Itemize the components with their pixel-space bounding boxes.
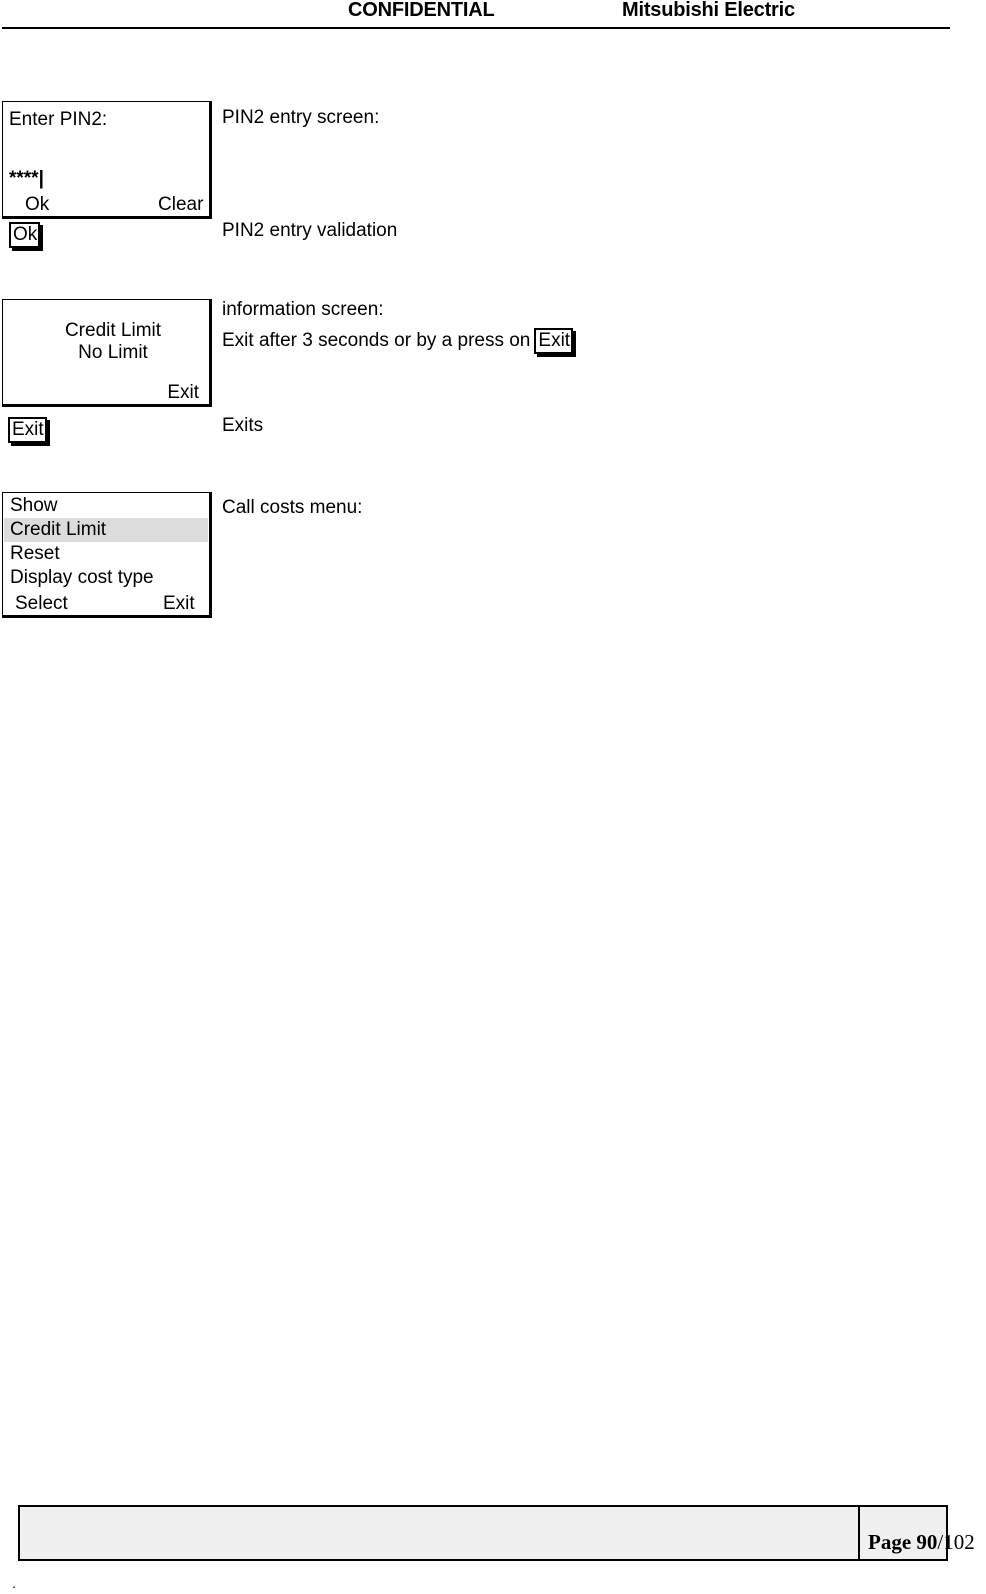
credit-limit-softkey-exit[interactable]: Exit: [167, 382, 199, 403]
header-classification: CONFIDENTIAL: [348, 0, 495, 21]
lcd-screen-call-costs-menu: Show Credit Limit Reset Display cost typ…: [2, 492, 210, 616]
menu-softkey-exit[interactable]: Exit: [163, 593, 195, 614]
menu-item-display-cost-type[interactable]: Display cost type: [4, 566, 208, 590]
keycap-exit-inline-label: Exit: [538, 330, 571, 351]
credit-limit-line2: No Limit: [78, 342, 148, 363]
annotation-exit-instruction-text: Exit after 3 seconds or by a press on: [222, 330, 531, 351]
footer-page-label: Page 90: [868, 1530, 938, 1554]
footer-page-total: 102: [943, 1530, 975, 1554]
pin2-title: Enter PIN2:: [9, 109, 108, 130]
annotation-exits: Exits: [222, 415, 264, 436]
menu-item-show-label: Show: [10, 495, 58, 516]
annotation-call-costs-menu: Call costs menu:: [222, 497, 363, 518]
keycap-exit-inline[interactable]: Exit: [534, 328, 574, 354]
annotation-pin2-entry-validation: PIN2 entry validation: [222, 220, 398, 241]
page-header: CONFIDENTIAL Mitsubishi Electric: [0, 0, 986, 30]
footer-cell-right: Page 90/102: [860, 1507, 975, 1559]
menu-item-show[interactable]: Show: [4, 494, 208, 518]
lcd-screen-pin2-entry: Enter PIN2: ****| Ok Clear: [2, 101, 210, 217]
menu-item-display-cost-type-label: Display cost type: [10, 567, 154, 588]
annotation-information-screen: information screen:: [222, 299, 384, 320]
page-footer: Page 90/102: [18, 1505, 975, 1561]
header-company-name: Mitsubishi Electric: [622, 0, 795, 21]
keycap-exit-button[interactable]: Exit: [8, 417, 47, 443]
footer-cell-left: [20, 1507, 860, 1559]
footer-trailing-mark: .: [12, 1575, 16, 1591]
lcd-screen-credit-limit-info: Credit Limit No Limit Exit: [2, 299, 210, 405]
footer-page-number: Page 90/102: [868, 1530, 975, 1555]
pin2-entry-value[interactable]: ****|: [9, 168, 44, 189]
footer-page-separator: /: [937, 1530, 944, 1554]
header-rule: [2, 27, 950, 29]
keycap-ok-label: Ok: [13, 224, 38, 245]
keycap-exit-label: Exit: [12, 419, 44, 440]
menu-item-credit-limit[interactable]: Credit Limit: [4, 518, 208, 542]
menu-item-reset-label: Reset: [10, 543, 60, 564]
keycap-ok-button[interactable]: Ok: [9, 222, 41, 248]
menu-item-credit-limit-label: Credit Limit: [10, 519, 107, 540]
pin2-softkey-clear[interactable]: Clear: [158, 194, 204, 215]
annotation-exit-instruction: Exit after 3 seconds or by a press on Exi…: [222, 328, 574, 354]
annotation-pin2-entry-screen: PIN2 entry screen:: [222, 107, 380, 128]
menu-item-reset[interactable]: Reset: [4, 542, 208, 566]
menu-softkey-select[interactable]: Select: [15, 593, 68, 614]
credit-limit-line1: Credit Limit: [64, 320, 162, 341]
document-content: Enter PIN2: ****| Ok Clear Ok PIN2 entry…: [2, 101, 574, 616]
pin2-softkey-ok[interactable]: Ok: [25, 194, 50, 215]
